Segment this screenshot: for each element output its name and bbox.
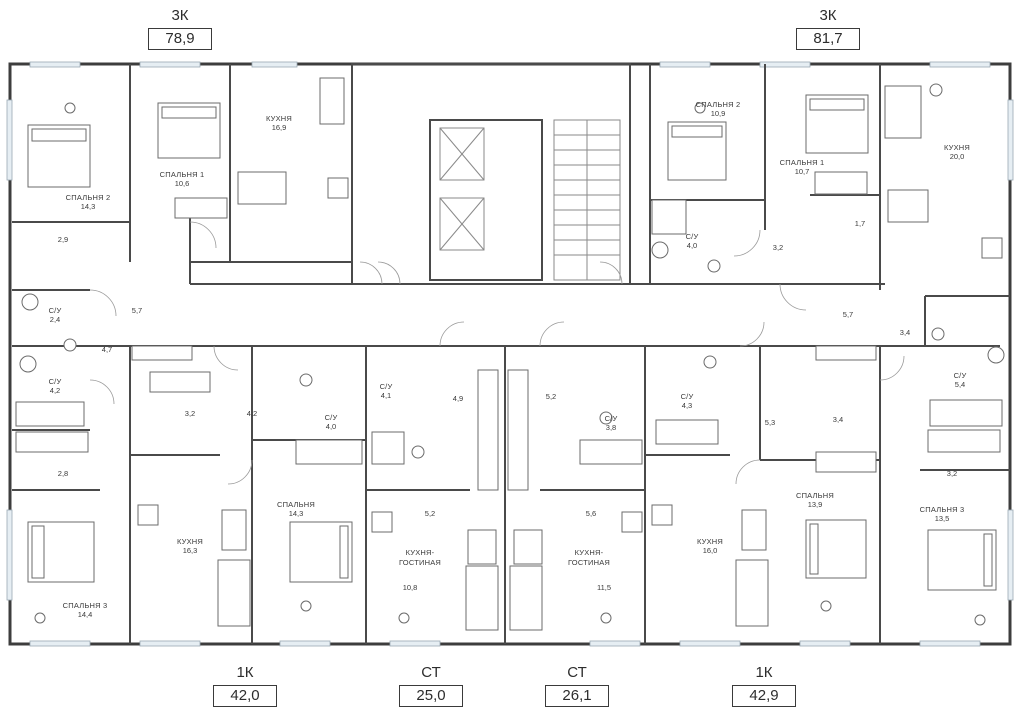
room-name: С/У (681, 392, 694, 401)
room-name: СПАЛЬНЯ 1 (780, 158, 825, 167)
apartment-3k-right-walls (649, 64, 1010, 346)
room-area: 2,9 (58, 235, 68, 244)
room-name: С/У (49, 377, 62, 386)
room-name: С/У (380, 382, 393, 391)
room-area: 3,2 (185, 409, 195, 418)
room-name: КУХНЯ- (575, 548, 604, 557)
room-area: 11,5 (597, 583, 611, 592)
room-area: 10,9 (711, 109, 726, 118)
room-name: СПАЛЬНЯ (796, 491, 834, 500)
apartment-area: 26,1 (545, 685, 609, 707)
room-area: 5,7 (843, 310, 853, 319)
room-area: 2,4 (50, 315, 60, 324)
room-name: С/У (325, 413, 338, 422)
room-area: 16,3 (183, 546, 198, 555)
room-area: 4,2 (247, 409, 257, 418)
apartment-type: СТ (421, 664, 441, 681)
room-area: 3,8 (606, 423, 616, 432)
room-area: 4,1 (381, 391, 391, 400)
apartment-area: 81,7 (796, 28, 860, 50)
common-corridor (130, 261, 1000, 347)
room-area: 13,5 (935, 514, 950, 523)
wardrobes (15, 171, 1001, 491)
room-area: 10,8 (403, 583, 418, 592)
room-area: 5,6 (586, 509, 596, 518)
room-area: 4,0 (687, 241, 697, 250)
room-name: ГОСТИНАЯ (568, 558, 610, 567)
room-area: 4,2 (50, 386, 60, 395)
stair-elevator-core (351, 63, 631, 285)
room-area: 20,0 (950, 152, 965, 161)
room-area: 5,7 (132, 306, 142, 315)
room-name: КУХНЯ (266, 114, 292, 123)
room-area: 4,7 (102, 345, 112, 354)
room-name: КУХНЯ (944, 143, 970, 152)
room-area: 5,3 (765, 418, 775, 427)
apartment-area: 42,0 (213, 685, 277, 707)
room-area: 10,6 (175, 179, 190, 188)
room-area: 14,4 (78, 610, 93, 619)
apartment-tag[interactable]: 1К 42,0 (213, 663, 277, 707)
room-labels: СПАЛЬНЯ 2 14,3 СПАЛЬНЯ 1 10,6 КУХНЯ 16,9… (49, 100, 970, 619)
room-area: 1,7 (855, 219, 865, 228)
room-name: КУХНЯ- (406, 548, 435, 557)
room-area: 5,4 (955, 380, 965, 389)
furniture (217, 77, 929, 631)
room-area: 3,2 (947, 469, 957, 478)
room-area: 5,2 (546, 392, 556, 401)
room-name: СПАЛЬНЯ 1 (160, 170, 205, 179)
desk-chairs (34, 83, 986, 626)
room-area: 13,9 (808, 500, 823, 509)
room-area: 2,8 (58, 469, 68, 478)
room-area: 3,4 (833, 415, 843, 424)
windows (6, 61, 1014, 647)
room-area: 4,9 (453, 394, 463, 403)
apartment-type: 3К (819, 7, 837, 24)
door-swings (89, 221, 905, 485)
room-name: КУХНЯ (177, 537, 203, 546)
room-name: С/У (605, 414, 618, 423)
room-name: ГОСТИНАЯ (399, 558, 441, 567)
room-area: 14,3 (81, 202, 96, 211)
apartment-type: 3К (171, 7, 189, 24)
room-area: 14,3 (289, 509, 304, 518)
beds (27, 94, 997, 591)
room-name: СПАЛЬНЯ 3 (920, 505, 965, 514)
apartment-area: 25,0 (399, 685, 463, 707)
apartment-type: 1К (236, 664, 254, 681)
room-name: СПАЛЬНЯ 2 (66, 193, 111, 202)
room-area: 5,2 (425, 509, 435, 518)
apartment-area: 42,9 (732, 685, 796, 707)
apartment-tag[interactable]: СТ 26,1 (545, 663, 609, 707)
room-name: С/У (954, 371, 967, 380)
room-name: С/У (49, 306, 62, 315)
room-name: С/У (686, 232, 699, 241)
room-name: СПАЛЬНЯ 2 (696, 100, 741, 109)
apartment-type: 1К (755, 664, 773, 681)
room-area: 4,3 (682, 401, 692, 410)
room-area: 16,9 (272, 123, 287, 132)
room-area: 16,0 (703, 546, 718, 555)
apartment-tag[interactable]: 3К 81,7 (796, 6, 860, 50)
room-area: 10,7 (795, 167, 810, 176)
apartment-tag[interactable]: 3К 78,9 (148, 6, 212, 50)
room-name: КУХНЯ (697, 537, 723, 546)
bathroom-fixtures (15, 199, 1005, 465)
room-area: 3,2 (773, 243, 783, 252)
apartment-tag[interactable]: СТ 25,0 (399, 663, 463, 707)
apartment-type: СТ (567, 664, 587, 681)
room-name: СПАЛЬНЯ (277, 500, 315, 509)
apartment-area: 78,9 (148, 28, 212, 50)
room-area: 4,0 (326, 422, 336, 431)
room-area: 3,4 (900, 328, 910, 337)
kitchen-stoves (137, 177, 1003, 533)
room-name: СПАЛЬНЯ 3 (63, 601, 108, 610)
apartment-tag[interactable]: 1К 42,9 (732, 663, 796, 707)
